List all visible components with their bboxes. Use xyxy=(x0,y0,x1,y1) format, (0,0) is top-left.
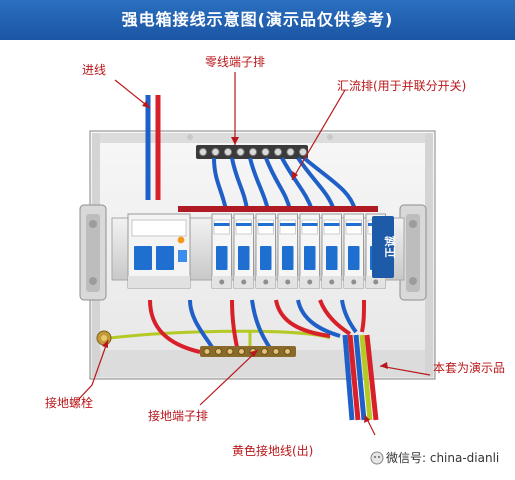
busbar xyxy=(178,206,378,212)
terminal-screw-icon xyxy=(223,147,233,157)
terminal-screw-icon xyxy=(273,147,283,157)
ground-bolt xyxy=(96,330,112,346)
terminal-screw-icon xyxy=(248,147,258,157)
breaker-screw-icon xyxy=(263,279,269,285)
breaker-screw-icon xyxy=(241,279,247,285)
branch-breaker xyxy=(299,213,320,289)
branch-breaker xyxy=(277,213,298,289)
label-ground-bolt: 接地螺栓 xyxy=(45,395,93,410)
breaker-screw-icon xyxy=(373,279,379,285)
outgoing-bundle xyxy=(342,334,379,421)
label-busbar: 汇流排(用于并联分开关) xyxy=(337,79,466,93)
breaker-screw-icon xyxy=(351,279,357,285)
brand-logo-text: 正诚 xyxy=(383,236,397,258)
branch-breaker xyxy=(343,213,364,289)
neutral-terminal-bar xyxy=(196,145,308,159)
terminal-screw-icon xyxy=(211,147,220,157)
branch-breaker xyxy=(321,213,342,289)
breaker-screw-icon xyxy=(219,279,225,285)
terminal-screw-icon xyxy=(236,147,245,157)
label-demo-note: 本套为演示品 xyxy=(433,360,505,375)
breaker-row xyxy=(127,213,386,289)
ground-screw-icon xyxy=(238,348,245,355)
watermark-text: 微信号: china-dianli xyxy=(386,451,499,465)
label-ground-terminal: 接地端子排 xyxy=(148,408,208,423)
left-bracket xyxy=(79,204,107,301)
wechat-icon xyxy=(370,451,384,465)
main-breaker-rcd xyxy=(127,213,191,289)
ground-terminal-bar xyxy=(200,346,296,357)
rcd-test-button-icon xyxy=(177,236,185,244)
breaker-screw-icon xyxy=(307,279,313,285)
terminal-screw-icon xyxy=(298,147,308,157)
incoming-wires xyxy=(145,95,161,200)
terminal-screw-icon xyxy=(286,147,295,157)
ground-screw-icon xyxy=(215,348,222,355)
ground-screw-icon xyxy=(203,348,211,355)
ground-screw-icon xyxy=(272,348,280,355)
leader-lines xyxy=(77,72,431,436)
leader-arrows xyxy=(102,101,388,423)
branch-breaker xyxy=(255,213,276,289)
ground-screw-icon xyxy=(226,348,234,355)
bottom-wiring xyxy=(109,299,366,355)
label-incoming-line: 进线 xyxy=(82,63,106,77)
breaker-screw-icon xyxy=(329,279,335,285)
branch-breaker xyxy=(233,213,254,289)
branch-breaker xyxy=(211,213,232,289)
neutral-wires xyxy=(212,156,357,211)
ground-screw-icon xyxy=(261,348,268,355)
terminal-screw-icon xyxy=(198,147,208,157)
breaker-screw-icon xyxy=(285,279,291,285)
brand-logo: 正诚 xyxy=(372,216,397,278)
ground-screw-icon xyxy=(284,348,291,355)
diagram-title: 强电箱接线示意图(演示品仅供参考) xyxy=(0,0,515,40)
label-yellow-ground-wire: 黄色接地线(出) xyxy=(232,443,313,458)
terminal-screw-icon xyxy=(261,147,270,157)
label-neutral-terminal: 零线端子排 xyxy=(205,55,265,69)
